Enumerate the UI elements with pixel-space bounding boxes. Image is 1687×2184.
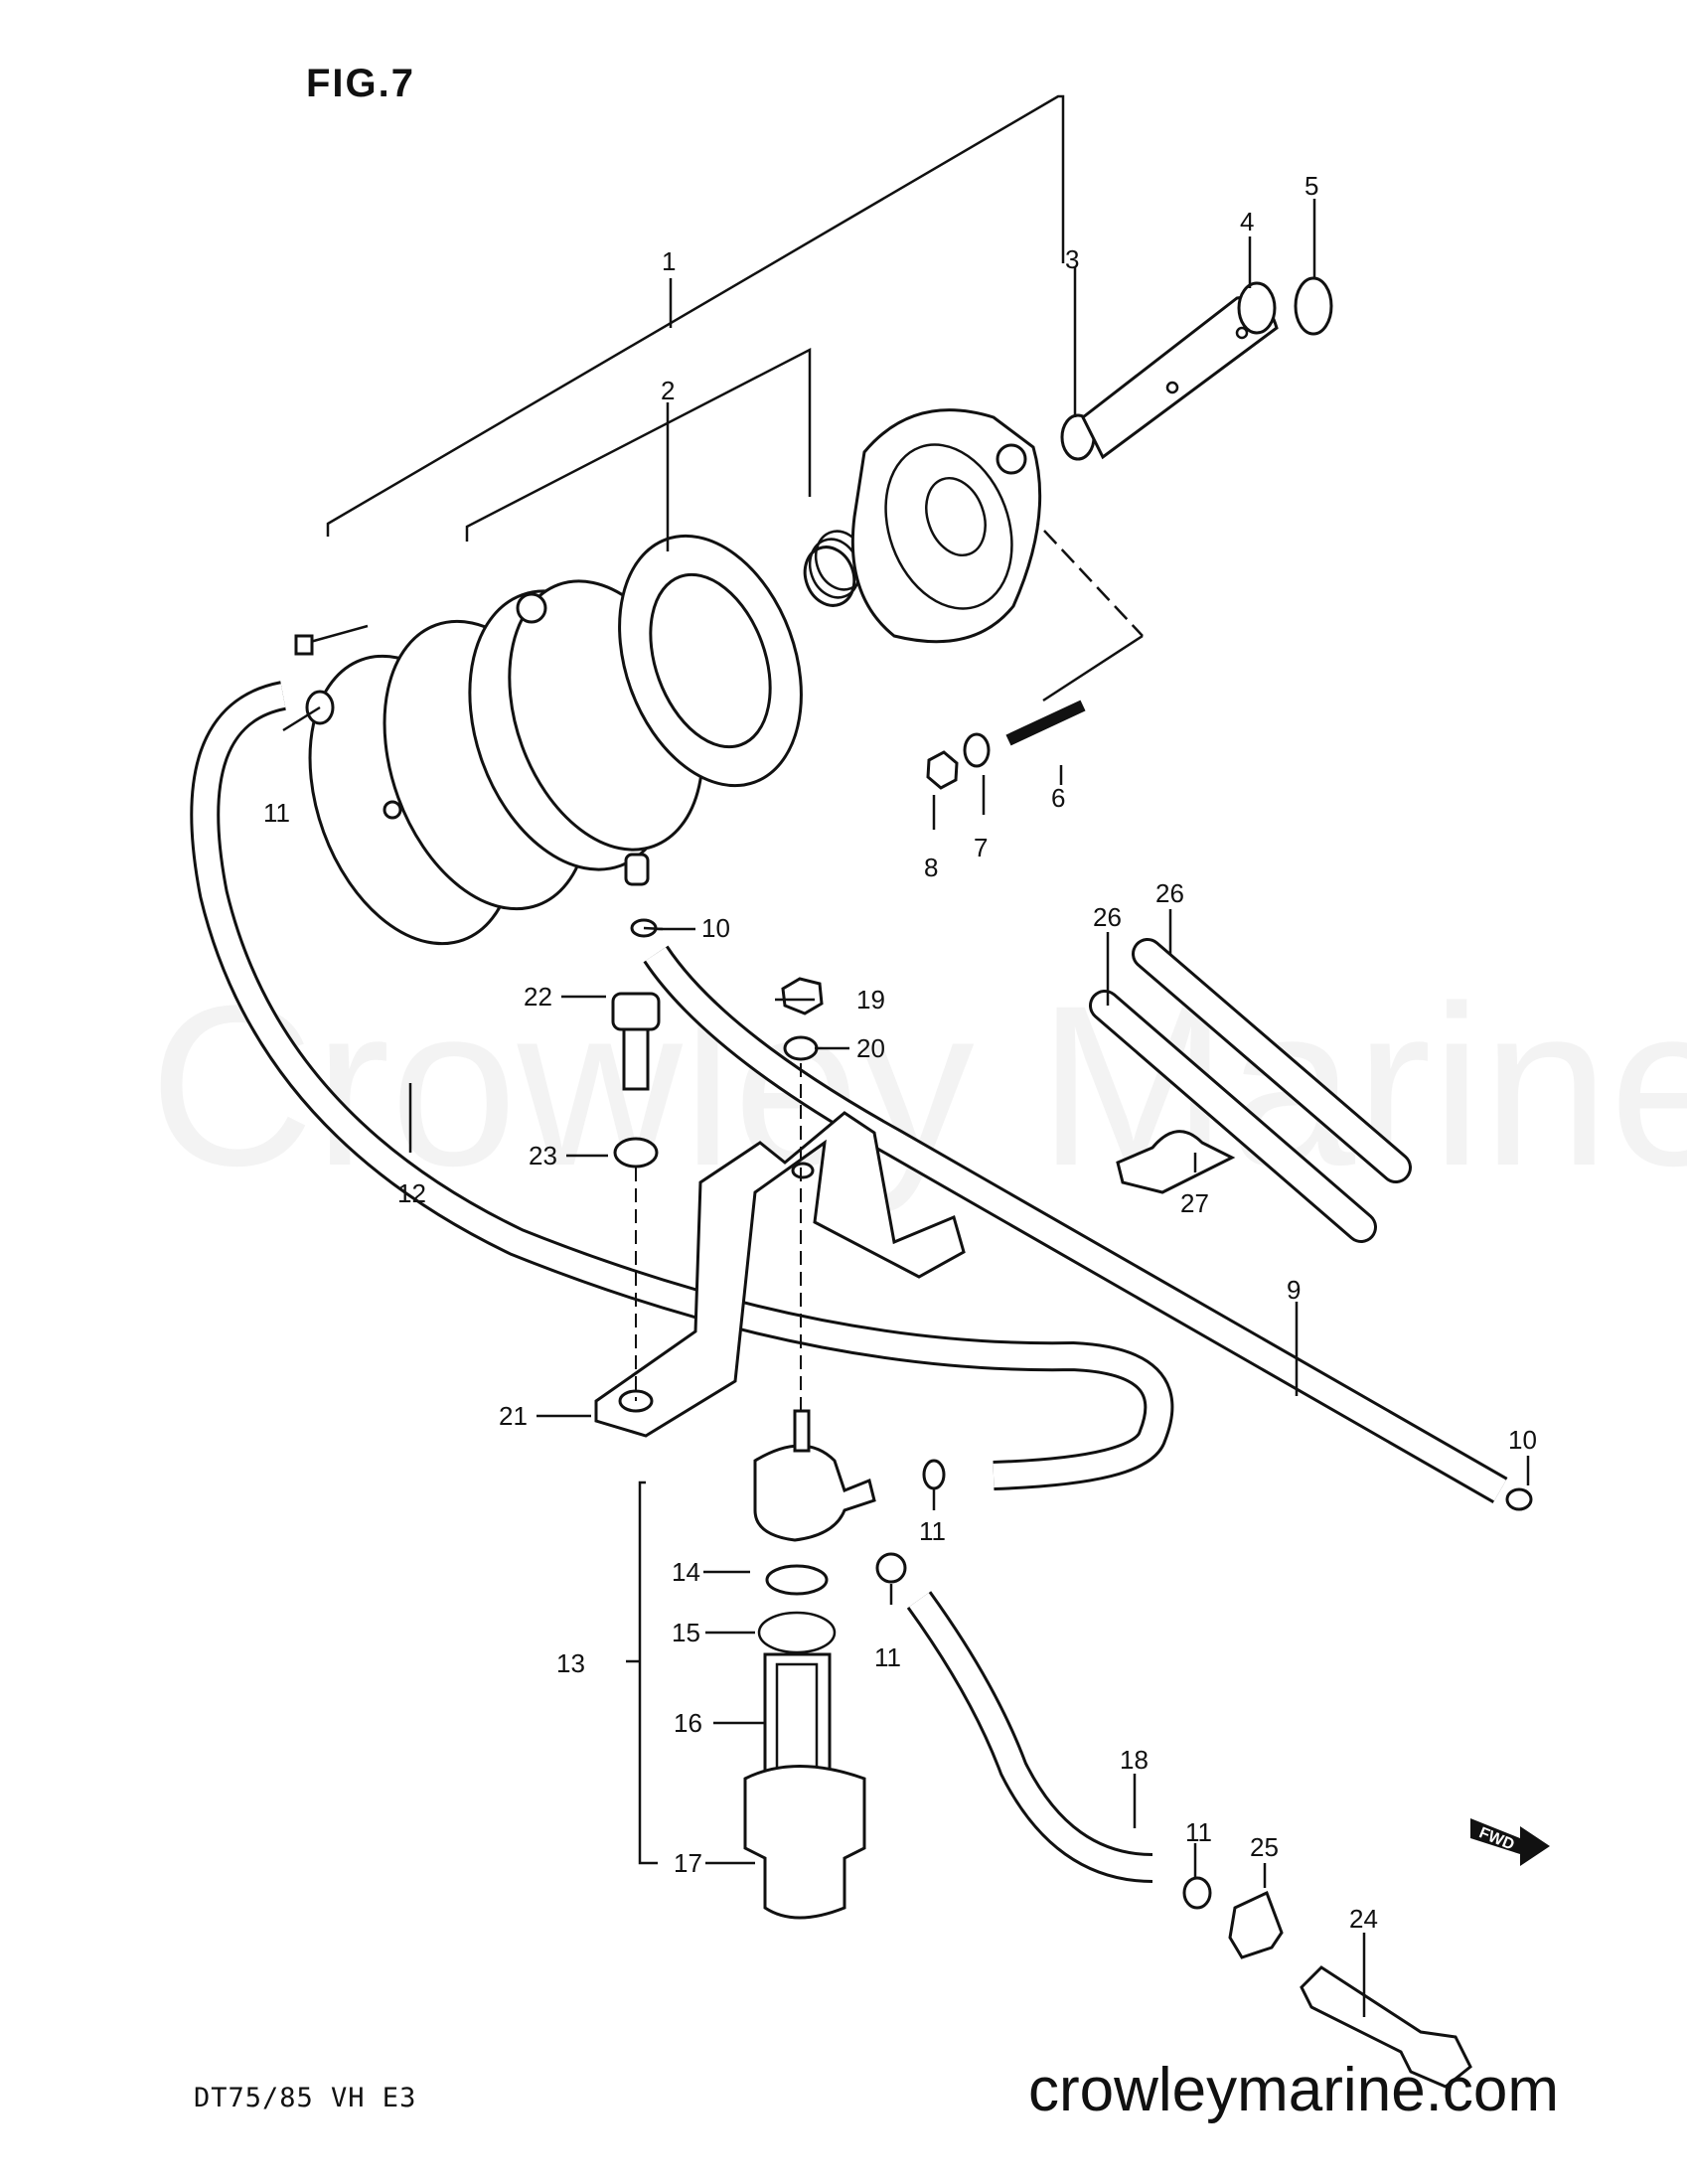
stud-bolt [1005,700,1086,746]
washer-7 [963,732,991,768]
callout-24: 24 [1349,1904,1378,1934]
callout-4: 4 [1240,207,1254,236]
pump-joint [1060,281,1279,461]
callout-9: 9 [1287,1275,1301,1305]
callout-2: 2 [661,376,675,405]
nut-19 [781,977,824,1015]
callout-17: 17 [674,1848,702,1878]
fuel-hose-12 [190,681,1174,1490]
callout-18: 18 [1120,1745,1149,1775]
callout-20: 20 [856,1033,885,1063]
sleeve-26-upper [1132,938,1412,1183]
diaphragm [618,534,803,788]
assembly-bracket-lines [326,94,1144,1865]
callout-21: 21 [499,1401,528,1431]
callout-15: 15 [672,1618,700,1647]
callout-23: 23 [529,1141,557,1170]
callout-6: 6 [1051,783,1065,813]
forward-arrow-icon: FWD [1470,1818,1550,1866]
callout-10a: 10 [701,913,730,943]
callout-leaders [282,199,1530,2017]
callout-13: 13 [556,1648,585,1678]
callout-11d: 11 [1185,1817,1212,1847]
callout-11b: 11 [919,1516,946,1546]
callout-11c: 11 [874,1642,901,1672]
sleeve-26-lower [1089,990,1377,1243]
callout-22: 22 [524,982,552,1012]
model-code: DT75/85 VH E3 [194,2083,417,2113]
fuel-hose-18 [906,1591,1153,1883]
callout-25: 25 [1250,1832,1279,1862]
bolt-22 [611,992,661,1091]
callout-27: 27 [1180,1188,1209,1218]
callout-14: 14 [672,1557,700,1587]
nut-25 [1228,1890,1284,1959]
callout-7: 7 [974,833,988,862]
figure-title: FIG.7 [306,62,416,105]
callout-12: 12 [397,1178,426,1208]
hose-clips [305,690,1533,1910]
callout-10b: 10 [1508,1425,1537,1455]
callout-11a: 11 [263,798,290,828]
callout-5: 5 [1304,171,1318,201]
fuel-pump-body [308,579,704,946]
callout-numbers: 1 2 3 4 5 6 7 8 9 10 10 11 11 11 11 12 1… [263,171,1537,1934]
o-ring-top [1294,276,1333,336]
callout-26b: 26 [1093,902,1122,932]
callout-19: 19 [856,985,885,1014]
callout-3: 3 [1065,244,1079,274]
callout-16: 16 [674,1708,702,1738]
screw [294,624,369,656]
washer-20 [783,1035,819,1061]
callout-8: 8 [924,853,938,882]
callout-26a: 26 [1155,878,1184,908]
callout-1: 1 [662,246,676,276]
alignment-lines [635,1063,802,1431]
website-link[interactable]: crowleymarine.com [1028,2056,1560,2124]
washer-23 [613,1137,659,1169]
filter-bracket [594,1111,966,1438]
fuel-filter-assembly [743,1409,876,1920]
nut-8 [926,750,959,790]
fuel-connector [1300,1965,1472,2089]
pump-cover [850,408,1042,644]
clamp-27 [1116,1130,1236,1194]
